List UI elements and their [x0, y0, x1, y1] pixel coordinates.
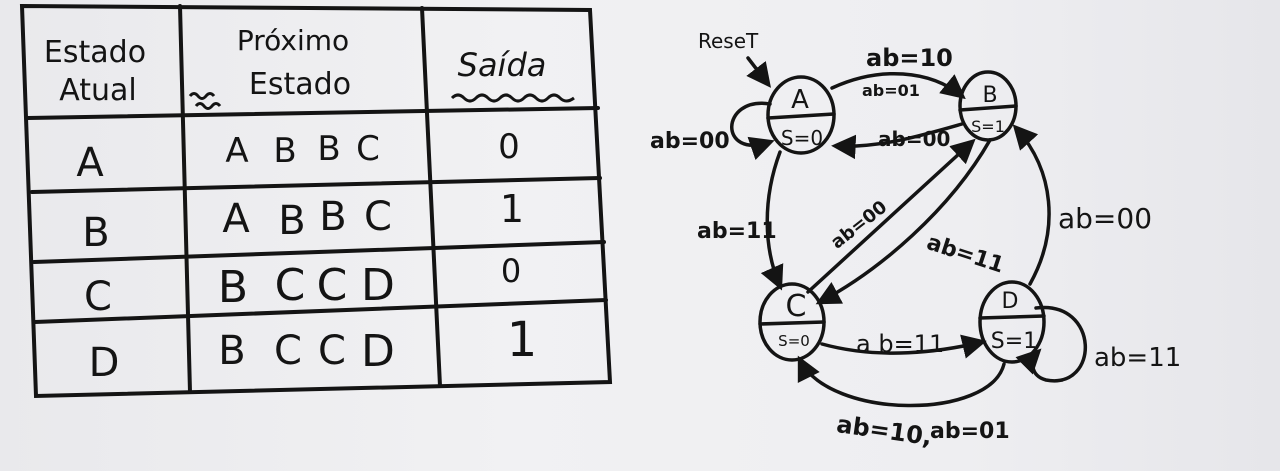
- state-c-divider: [758, 320, 826, 326]
- table-col-rule-1: [178, 4, 192, 394]
- reset-label: ReseT: [698, 29, 759, 53]
- scribble-under-output: [450, 93, 575, 103]
- b-to-c-arrow: [815, 138, 992, 305]
- state-a-divider: [766, 112, 836, 120]
- table-row: D B C C D 1: [89, 312, 538, 386]
- label-d-to-c-1: ab=10,: [835, 410, 934, 451]
- row-next-10: B: [317, 129, 340, 169]
- row-next-11: D: [361, 260, 395, 311]
- state-d-output: S=1: [991, 329, 1037, 354]
- label-a-to-b-top: ab=10: [866, 44, 953, 72]
- d-self-loop: [1015, 305, 1088, 383]
- label-d-self: ab=11: [1094, 343, 1181, 373]
- row-next-00: B: [218, 262, 248, 313]
- label-b-to-a: ab=00: [878, 127, 950, 151]
- table-col-rule-2: [420, 6, 442, 388]
- state-table: [19, 3, 613, 399]
- state-diagram: [730, 56, 1088, 408]
- state-b-divider: [958, 104, 1018, 112]
- c-to-b-arrow: [806, 138, 976, 294]
- row-state: C: [84, 274, 112, 320]
- state-c-output: S=0: [778, 332, 810, 350]
- label-d-to-c-2: ab=01: [930, 419, 1010, 444]
- scribble-under-next-state: [188, 92, 222, 110]
- a-self-loop: [730, 101, 775, 160]
- row-next-00: B: [218, 328, 245, 374]
- state-d-name: D: [1002, 289, 1019, 314]
- header-next-state-line1: Próximo: [237, 24, 349, 57]
- row-next-01: C: [274, 328, 302, 374]
- label-a-to-c: ab=11: [697, 219, 777, 244]
- row-next-00: A: [225, 131, 248, 171]
- state-d-node: [978, 280, 1046, 364]
- state-labels: A S=0 B S=1 C S=0 D S=1: [778, 83, 1037, 354]
- a-to-c-arrow: [760, 150, 784, 291]
- table-row-rule-3: [33, 298, 608, 324]
- table-header-rule: [26, 106, 600, 120]
- table-row-rule-1: [30, 176, 602, 194]
- row-next-01: B: [278, 198, 305, 244]
- label-c-to-d: a b=11: [856, 330, 944, 358]
- row-next-11: C: [364, 194, 392, 240]
- table-row: A A B B C 0: [76, 127, 520, 186]
- row-output: 1: [507, 312, 538, 368]
- d-to-c-arrow: [797, 355, 1006, 408]
- state-a-output: S=0: [781, 126, 823, 150]
- row-next-01: C: [275, 260, 306, 311]
- row-output: 0: [501, 252, 521, 290]
- row-next-10: B: [319, 194, 346, 240]
- row-output: 1: [500, 187, 524, 231]
- row-state: A: [76, 140, 104, 186]
- row-next-11: C: [356, 129, 380, 169]
- label-d-to-b: ab=00: [1058, 202, 1152, 235]
- state-d-divider: [978, 314, 1046, 320]
- table-rows: A A B B C 0 B A B B C 1 C B C C D 0 D B …: [76, 127, 537, 386]
- state-c-name: C: [786, 289, 807, 324]
- table-outline: [19, 3, 613, 399]
- c-to-d-arrow: [820, 334, 987, 359]
- header-current-state-line2: Atual: [59, 73, 137, 108]
- header-output: Saída: [458, 46, 547, 84]
- row-state: D: [89, 340, 120, 386]
- b-to-a-arrow: [831, 122, 964, 160]
- row-next-01: B: [273, 131, 296, 171]
- transition-labels: ReseT ab=00 ab=10 ab=01 ab=00 ab=11 ab=0…: [650, 29, 1181, 451]
- scribble-marks: [188, 92, 575, 110]
- a-to-b-arrow: [830, 72, 966, 100]
- state-a-name: A: [791, 85, 809, 115]
- label-a-self: ab=00: [650, 129, 730, 154]
- state-b-name: B: [982, 83, 997, 108]
- label-a-to-b: ab=01: [862, 81, 920, 100]
- row-state: B: [82, 210, 109, 256]
- table-row-rule-2: [32, 240, 606, 264]
- row-next-00: A: [222, 196, 250, 242]
- reset-arrow: [746, 56, 771, 88]
- row-next-10: C: [318, 328, 346, 374]
- state-b-output: S=1: [971, 117, 1005, 136]
- header-next-state-line2: Estado: [249, 67, 351, 102]
- table-row: B A B B C 1: [82, 187, 524, 256]
- d-to-b-arrow: [1012, 124, 1051, 286]
- row-output: 0: [498, 127, 520, 167]
- row-next-11: D: [361, 326, 395, 377]
- table-header: Estado Atual Próximo Estado Saída: [44, 24, 546, 108]
- table-row: C B C C D 0: [84, 252, 521, 320]
- row-next-10: C: [317, 260, 348, 311]
- header-current-state-line1: Estado: [44, 35, 146, 70]
- label-b-to-c: ab=11: [923, 230, 1006, 278]
